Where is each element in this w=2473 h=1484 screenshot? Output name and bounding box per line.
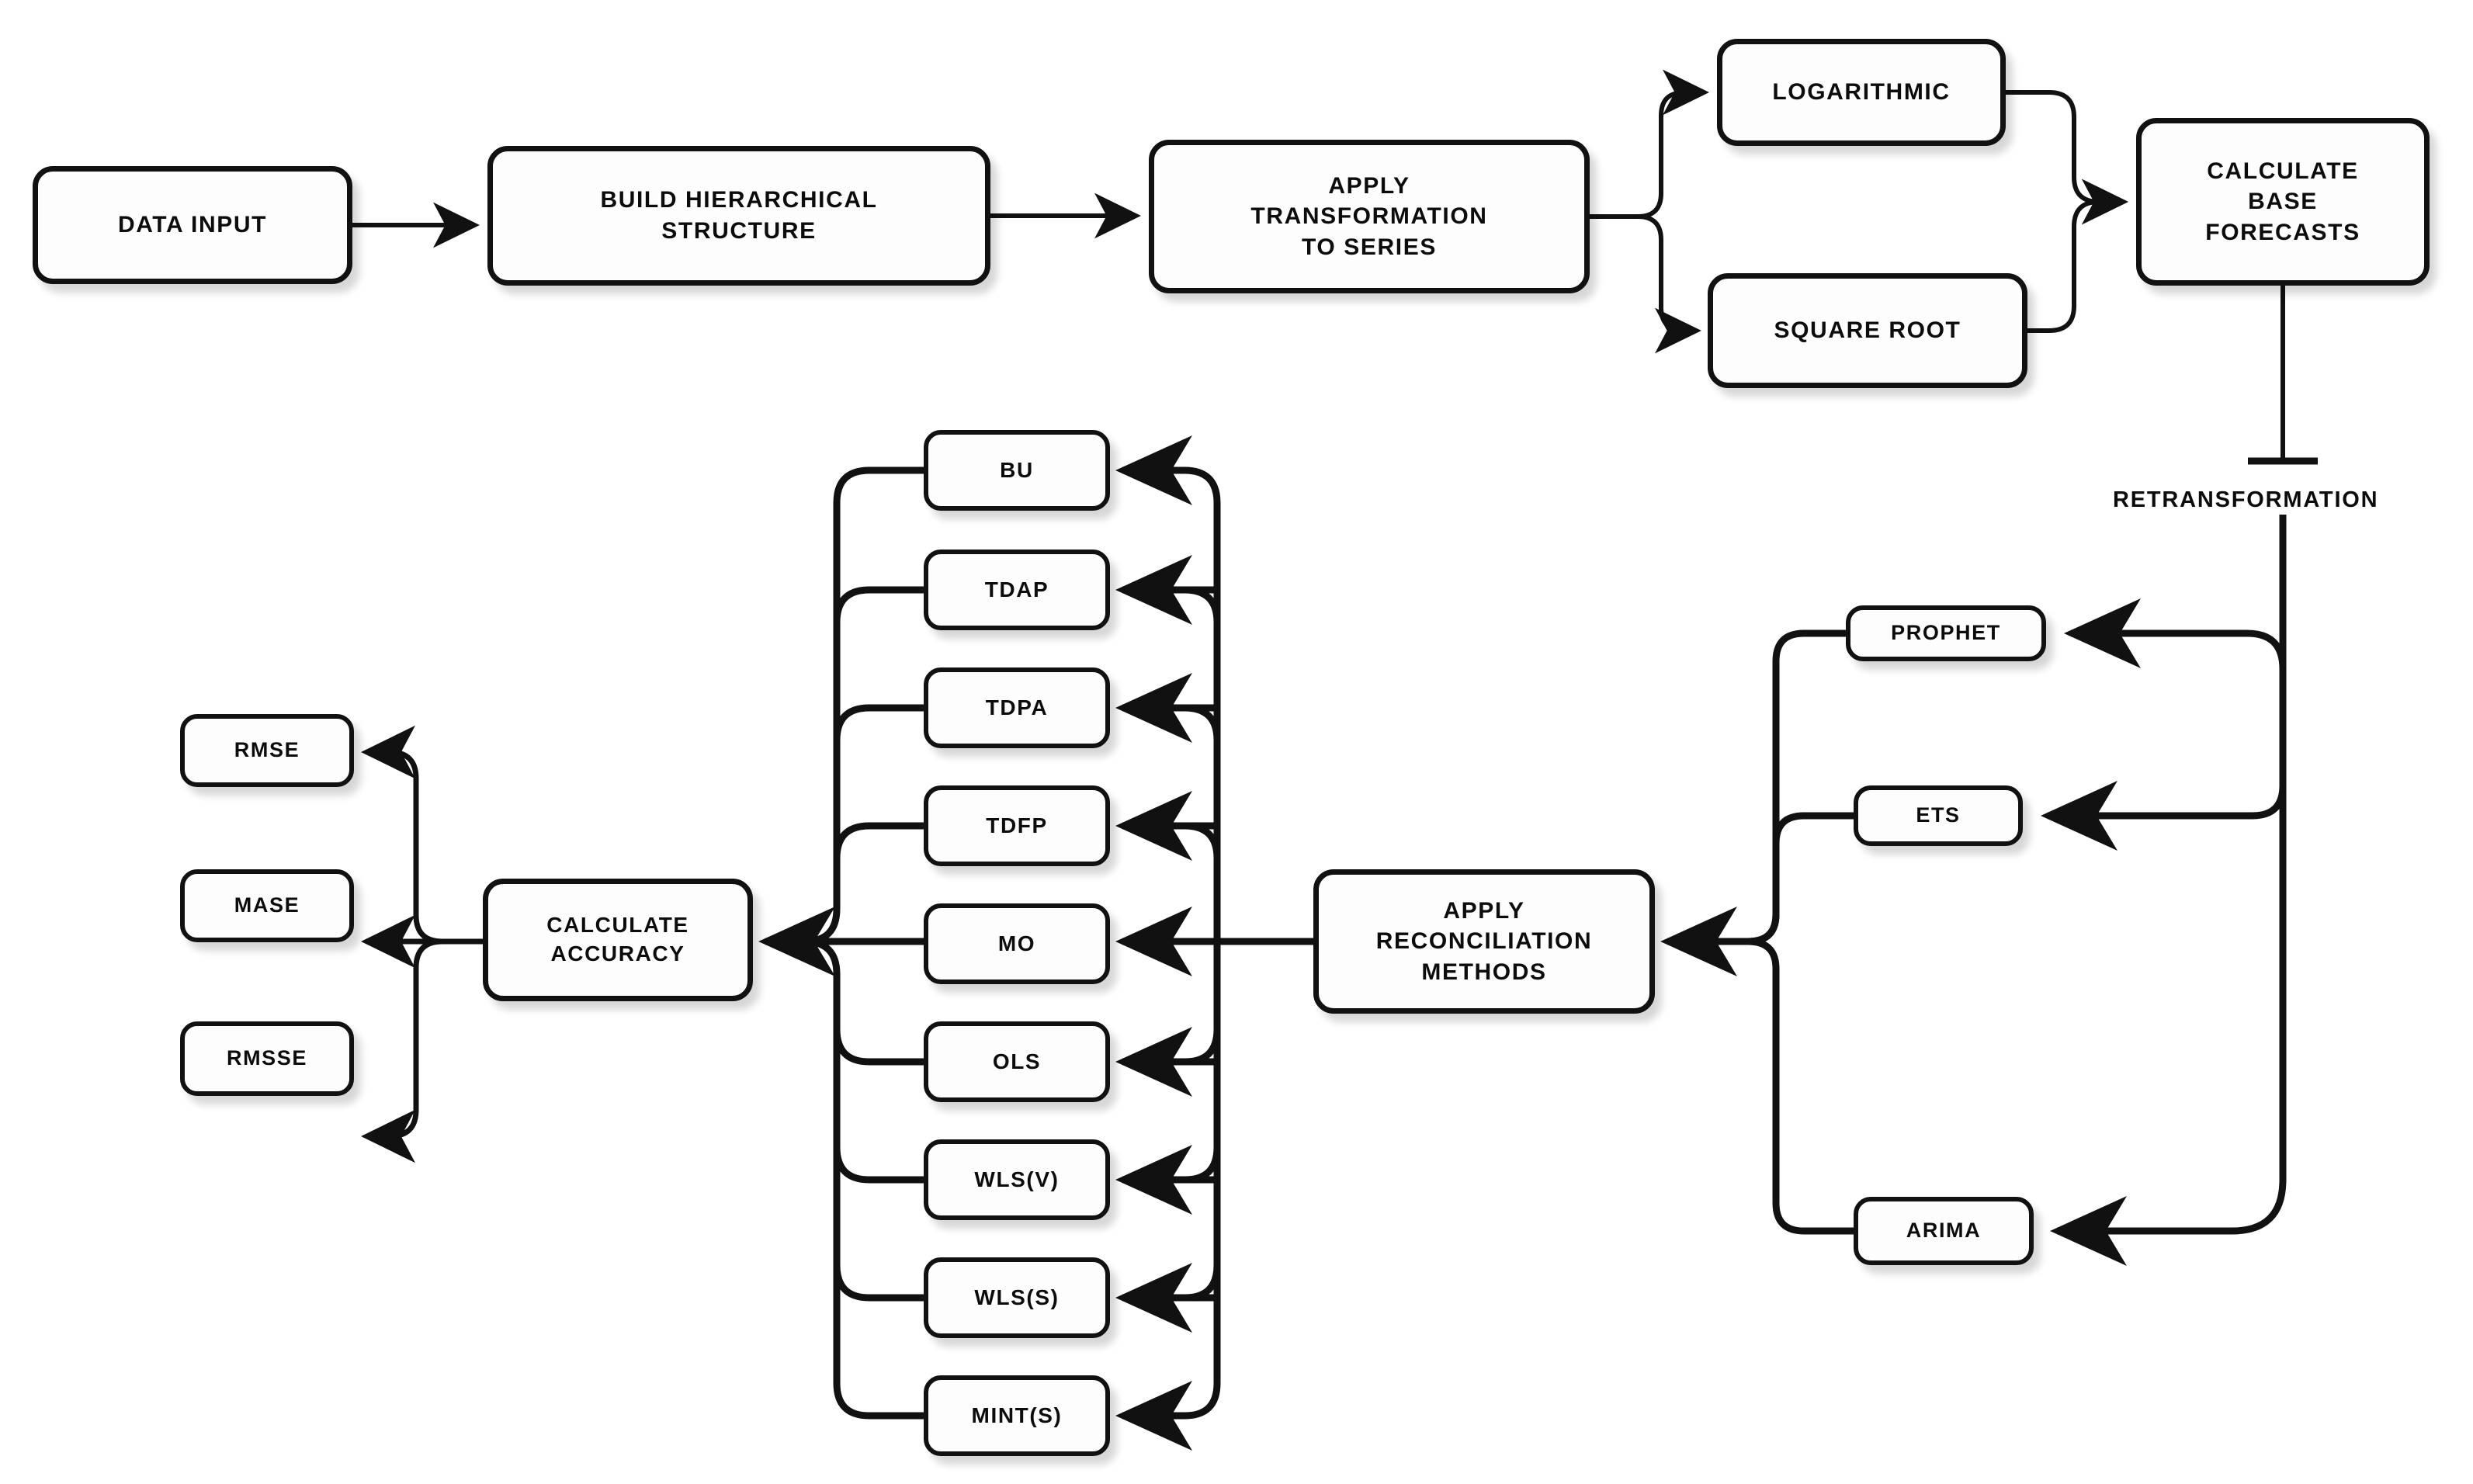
- edge-prophet-to-collector: [1667, 629, 1846, 945]
- node-ets-label: ETS: [1916, 803, 1961, 827]
- node-square-root-label: SQUARE ROOT: [1774, 317, 1961, 344]
- edge-wlsv-to-left-bus: [833, 1146, 924, 1184]
- node-method-tdpa[interactable]: TDPA: [924, 667, 1110, 748]
- node-method-label: BU: [1000, 457, 1034, 482]
- edge-reconciliation-bus-down: [1115, 941, 1221, 1451]
- node-logarithmic[interactable]: LOGARITHMIC: [1717, 39, 2006, 146]
- node-method-label: TDFP: [986, 813, 1048, 837]
- node-method-label: MO: [997, 931, 1036, 955]
- edge-retransform-to-prophet: [2064, 598, 2287, 785]
- node-method-ols[interactable]: OLS: [924, 1021, 1110, 1102]
- node-method-label: TDAP: [984, 577, 1049, 602]
- node-method-label: MINT(S): [971, 1403, 1063, 1427]
- node-method-mo[interactable]: MO: [924, 903, 1110, 984]
- edge-log-to-base: [2006, 90, 2128, 225]
- edge-bus-fan-tdfp: [1184, 822, 1221, 941]
- node-mase[interactable]: MASE: [180, 869, 354, 942]
- node-method-bu[interactable]: BU: [924, 430, 1110, 511]
- node-arima[interactable]: ARIMA: [1854, 1197, 2034, 1265]
- node-rmse-label: RMSE: [234, 738, 300, 762]
- edge-ets-to-collector: [1667, 812, 1854, 945]
- node-prophet-label: PROPHET: [1891, 621, 2001, 645]
- node-method-label: WLS(V): [974, 1167, 1060, 1191]
- edge-tdap-to-left-bus: [833, 586, 924, 623]
- edge-ols-to-left-bus: [833, 1028, 924, 1066]
- edge-bus-fan-wlss: [1184, 941, 1221, 1302]
- edge-label-retransformation: RETRANSFORMATION: [2105, 486, 2387, 515]
- node-data-input[interactable]: DATA INPUT: [33, 166, 352, 284]
- edge-bus-fan-tdap: [1184, 586, 1221, 941]
- node-method-wlss[interactable]: WLS(S): [924, 1257, 1110, 1338]
- node-logarithmic-label: LOGARITHMIC: [1772, 79, 1951, 106]
- edge-mints-to-left-bus: [765, 938, 924, 1420]
- edge-transform-split-to-sqrt: [1590, 214, 1701, 354]
- node-data-input-label: DATA INPUT: [117, 212, 268, 238]
- edge-sqrt-to-base: [2027, 179, 2128, 333]
- node-method-mints[interactable]: MINT(S): [924, 1375, 1110, 1456]
- node-method-label: OLS: [992, 1049, 1042, 1073]
- edge-bus-fan-ols: [1184, 941, 1221, 1066]
- node-mase-label: MASE: [234, 893, 300, 917]
- edge-retransform-to-ets: [2041, 781, 2287, 851]
- node-square-root[interactable]: SQUARE ROOT: [1708, 273, 2027, 388]
- edge-reconciliation-bus-up: [1115, 435, 1221, 941]
- edge-retransform-trunk-bottom: [2050, 785, 2287, 1266]
- node-ets[interactable]: ETS: [1854, 785, 2023, 846]
- node-arima-label: ARIMA: [1906, 1219, 1982, 1243]
- edge-tdpa-to-left-bus: [833, 704, 924, 741]
- edge-wlss-to-left-bus: [833, 1264, 924, 1302]
- edge-bus-fan-tdpa: [1184, 704, 1221, 941]
- node-rmsse[interactable]: RMSSE: [180, 1021, 354, 1096]
- edge-transform-split-to-log: [1590, 69, 1709, 219]
- node-prophet[interactable]: PROPHET: [1846, 605, 2046, 661]
- node-method-tdfp[interactable]: TDFP: [924, 785, 1110, 866]
- node-rmsse-label: RMSSE: [226, 1046, 308, 1070]
- edge-accuracy-to-rmse: [361, 725, 483, 945]
- edge-tdfp-to-left-bus: [833, 822, 924, 859]
- node-rmse[interactable]: RMSE: [180, 714, 354, 787]
- node-method-label: TDPA: [985, 695, 1049, 719]
- edge-arima-to-collector: [1660, 907, 1854, 1235]
- node-method-tdap[interactable]: TDAP: [924, 550, 1110, 630]
- node-method-wlsv[interactable]: WLS(V): [924, 1139, 1110, 1220]
- edge-accuracy-to-rmsse: [361, 938, 483, 1163]
- node-method-label: WLS(S): [974, 1285, 1060, 1309]
